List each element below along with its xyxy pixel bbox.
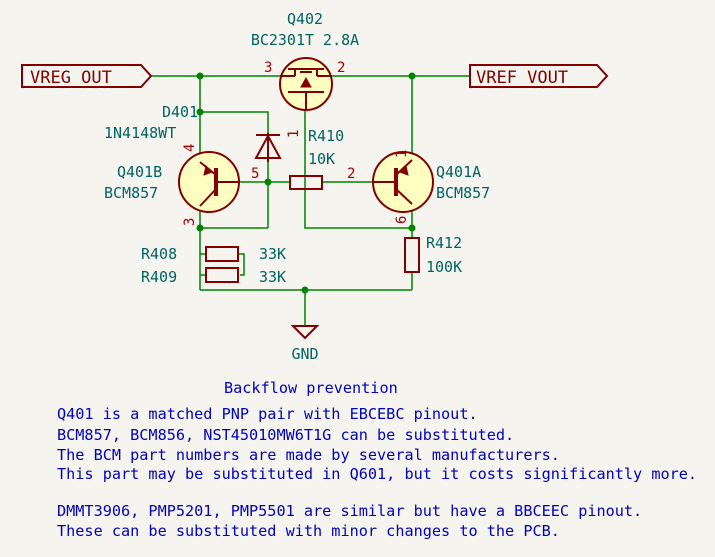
note-line: Q401 is a matched PNP pair with EBCEBC p… — [57, 405, 478, 423]
r408-resistor[interactable]: R408 33K — [141, 245, 286, 263]
q401a-transistor[interactable]: Q401A BCM857 1 6 — [372, 150, 490, 224]
r410-resistor[interactable]: R410 10K 2 — [289, 127, 355, 190]
r412-value: 100K — [426, 258, 462, 276]
junctions — [196, 72, 416, 294]
r409-resistor[interactable]: R409 33K — [141, 267, 286, 286]
q401b-pin-3: 3 — [182, 218, 198, 226]
q402-mosfet[interactable]: Q402 BC2301T 2.8A 3 2 1 — [251, 10, 359, 138]
q401b-pin-5: 5 — [251, 166, 259, 182]
notes-title: Backflow prevention — [224, 379, 398, 397]
q402-pin-3: 3 — [264, 60, 272, 76]
q401a-pin-6: 6 — [394, 216, 410, 224]
notes-block: Backflow prevention Q401 is a matched PN… — [57, 379, 697, 540]
q401b-value: BCM857 — [104, 184, 158, 202]
net-label-vref-vout[interactable]: VREF_VOUT — [469, 64, 609, 88]
r410-value: 10K — [308, 150, 335, 168]
d401-diode[interactable]: D401 1N4148WT — [104, 103, 282, 162]
note-line: BCM857, BCM856, NST45010MW6T1G can be su… — [57, 426, 514, 444]
r408-value: 33K — [259, 245, 286, 263]
note-line: This part may be substituted in Q601, bu… — [57, 465, 697, 483]
note-line: The BCM part numbers are made by several… — [57, 446, 560, 464]
r409-ref: R409 — [141, 268, 177, 286]
r408-ref: R408 — [141, 245, 177, 263]
q401a-ref: Q401A — [436, 163, 481, 181]
q401b-pin-4: 4 — [182, 144, 198, 152]
r412-ref: R412 — [426, 234, 462, 252]
net-label-vref-vout-text: VREF_VOUT — [476, 68, 568, 88]
q402-pin-1: 1 — [286, 130, 302, 138]
r410-ref: R410 — [308, 127, 344, 145]
q402-ref: Q402 — [287, 10, 323, 28]
note-line: These can be substituted with minor chan… — [57, 522, 560, 540]
q401a-pin-1: 1 — [394, 150, 410, 158]
note-line: DMMT3906, PMP5201, PMP5501 are similar b… — [57, 502, 642, 520]
r409-value: 33K — [259, 268, 286, 286]
r412-resistor[interactable]: R412 100K — [404, 234, 462, 276]
net-label-vreg-out[interactable]: VREG_OUT — [21, 64, 153, 88]
q401a-value: BCM857 — [436, 184, 490, 202]
q402-pin-2: 2 — [337, 60, 345, 76]
r410-pin-2: 2 — [347, 166, 355, 182]
gnd-symbol[interactable]: GND — [290, 325, 320, 363]
q401b-ref: Q401B — [117, 163, 162, 181]
q401b-transistor[interactable]: Q401B BCM857 4 3 5 — [104, 144, 259, 226]
gnd-label: GND — [291, 345, 318, 363]
q402-value: BC2301T 2.8A — [251, 31, 359, 49]
d401-ref: D401 — [162, 103, 198, 121]
net-label-vreg-out-text: VREG_OUT — [30, 68, 112, 88]
d401-value: 1N4148WT — [104, 124, 176, 142]
